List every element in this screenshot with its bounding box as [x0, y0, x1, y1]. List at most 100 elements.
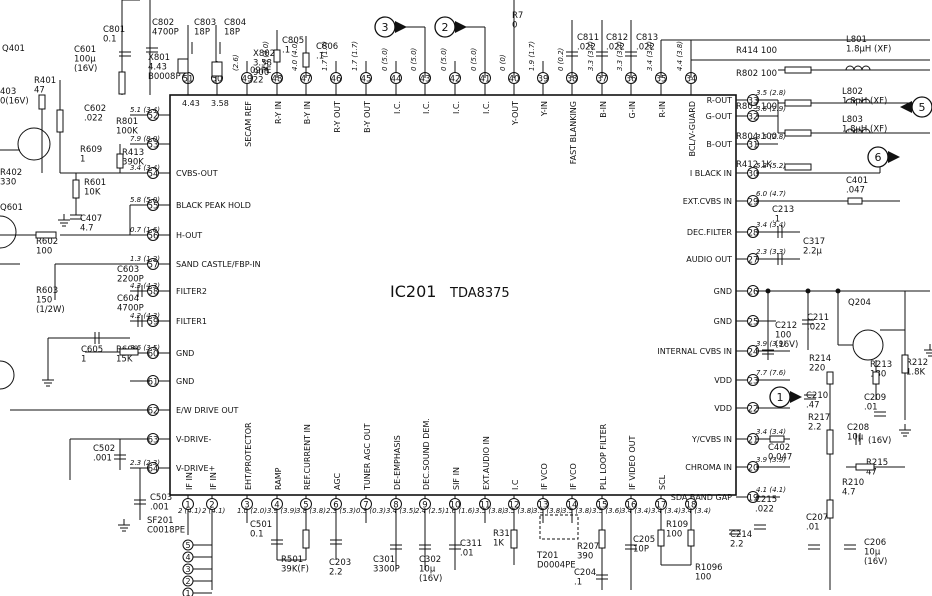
pin-30-number: 30	[748, 169, 759, 179]
pin-37-number: 37	[597, 74, 608, 84]
pin-46-label: R-Y OUT	[333, 101, 342, 133]
pin-49-number: 49	[242, 74, 253, 84]
r801-body	[118, 71, 126, 95]
connector-pin-4: 4	[182, 551, 194, 563]
r215-body	[855, 463, 875, 471]
pin-27-number: 27	[748, 255, 759, 265]
marker-1: 1	[769, 386, 802, 408]
marker-5: 5	[900, 96, 932, 118]
pin-40-label: Y-OUT	[511, 101, 520, 126]
pin-46-number: 46	[331, 74, 342, 84]
x801-crystal	[177, 58, 189, 74]
r214-body	[826, 371, 834, 385]
pin-2-label: IF IN	[209, 472, 218, 490]
pin-17-number: 17	[656, 500, 667, 510]
marker-arrow	[900, 101, 912, 113]
pin-48-voltage: 4.0 (4.0)	[262, 41, 270, 71]
c602-label: C602.022	[84, 104, 106, 124]
pin-34-voltage: 4.4 (3.8)	[676, 41, 684, 71]
r212-body	[901, 354, 909, 374]
pin-37-label: B-IN	[599, 101, 608, 118]
c502-label: C502.001	[93, 444, 115, 464]
pin-31-label: B-OUT	[706, 140, 732, 149]
pin-34-label: BCL/V-GUARD	[688, 101, 697, 157]
c501-symbol	[271, 539, 283, 545]
pin-63-label: V-DRIVE-	[176, 435, 211, 444]
pin-13-label: IF VCO	[540, 463, 549, 490]
pin-23-number: 23	[748, 376, 759, 386]
c401-symbol	[847, 197, 863, 205]
r602-body	[35, 231, 57, 239]
pin-7-label: TUNER AGC OUT	[363, 423, 372, 491]
pin-41-label: I.C.	[482, 101, 491, 114]
pin-47-label: B-Y IN	[303, 101, 312, 124]
c208-voltage-label: (16V)	[868, 436, 891, 446]
c812-label: C812.022	[606, 33, 628, 53]
inductor-turn	[861, 98, 871, 104]
r414-label: R414 100	[736, 46, 777, 56]
pin-12-label: I.C	[511, 479, 520, 490]
pin-48-number: 48	[272, 74, 283, 84]
pin-40-number: 40	[509, 74, 520, 84]
marker-number: 2	[442, 21, 449, 34]
c813-label: C813.022	[636, 33, 658, 53]
c214-symbol	[729, 529, 741, 535]
inductor-turn	[861, 128, 871, 134]
pin-15-label: PLL LOOP FILTER	[599, 423, 608, 490]
pin-28-label: DEC.FILTER	[687, 228, 733, 237]
pin-32-number: 32	[748, 112, 759, 122]
pin-16-label: IF VIDEO OUT	[628, 435, 637, 490]
r213-body	[872, 371, 880, 385]
pin-52-voltage: 5.1 (3.4)	[130, 106, 160, 114]
pin-24-label: INTERNAL CVBS IN	[657, 347, 732, 356]
pin-8-label: DE-EMPHASIS	[393, 435, 402, 490]
pin-45-voltage: 1.7 (1.7)	[351, 41, 359, 71]
pin-25-label: GND	[714, 317, 732, 326]
pin-6-label: AGC	[333, 472, 342, 490]
pin-64-voltage: 2.3 (2.3)	[130, 459, 160, 467]
pin-59-number: 59	[148, 317, 159, 327]
pin-10-voltage: 1.6 (1.6)	[445, 507, 475, 515]
pin-58-number: 58	[148, 287, 159, 297]
pin-45-label: B-Y OUT	[363, 101, 372, 133]
pin-20-label: CHROMA IN	[685, 463, 732, 472]
pin-24-voltage: 3.9 (3.9)	[756, 340, 786, 348]
q401-label: Q401	[2, 44, 25, 54]
pin-7-voltage: 0.3 (0.3)	[356, 507, 386, 515]
r804-label: R804 100	[736, 132, 777, 142]
pin-43-voltage: 0 (5.0)	[410, 47, 418, 71]
pin-17-voltage: 3.4 (3.4)	[651, 507, 681, 515]
pin-54-number: 54	[148, 169, 159, 179]
pin-38-label: FAST BLANKING	[569, 101, 578, 164]
q204-label: Q204	[848, 298, 871, 308]
r217-body	[826, 429, 834, 455]
pin-8-number: 8	[393, 500, 398, 510]
pin-55-number: 55	[148, 201, 159, 211]
pin-42-number: 42	[450, 74, 461, 84]
pin-8-voltage: 3.4 (3.5)	[386, 507, 416, 515]
pin-11-label: EXT.AUDIO IN	[482, 436, 491, 490]
r311-body	[510, 529, 518, 549]
pin-6-voltage: 2.3 (5.3)	[326, 507, 356, 515]
pin-33-number: 33	[748, 96, 759, 106]
c206-symbol	[844, 544, 856, 550]
pin-32-label: G-OUT	[706, 112, 732, 121]
pin-12-number: 12	[509, 500, 520, 510]
pin-60-label: GND	[176, 349, 194, 358]
